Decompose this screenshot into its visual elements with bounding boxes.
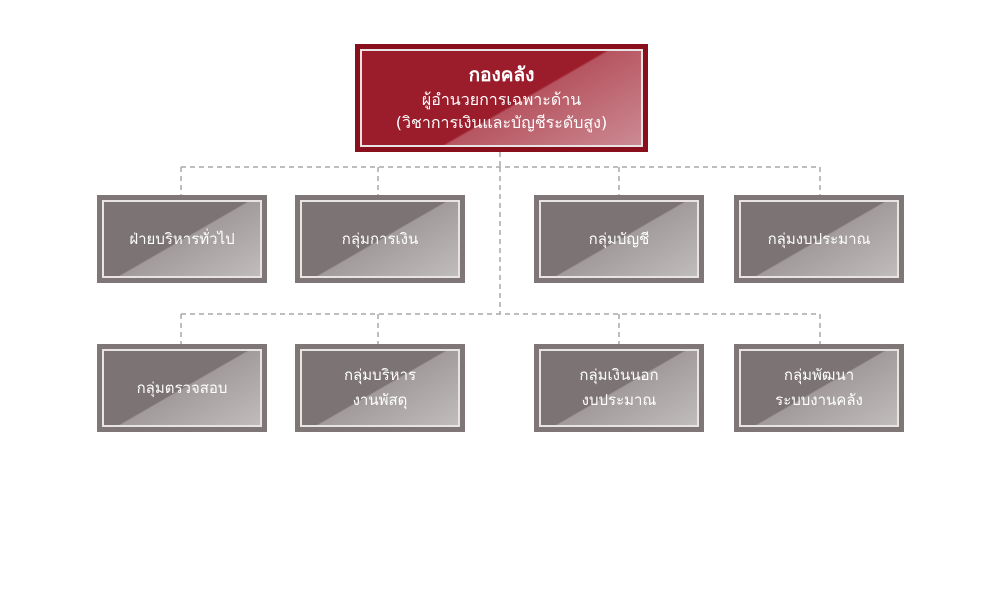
node-label-line1: กลุ่มบริหาร (343, 366, 417, 385)
root-subtitle-line1: ผู้อำนวยการเฉพาะด้าน (421, 90, 582, 110)
node-label: กลุ่มบัญชี (588, 229, 650, 248)
node-label-line2: งานพัสดุ (352, 391, 408, 409)
node-label: กลุ่มการเงิน (341, 229, 419, 248)
node-inner: กลุ่มเงินนอก งบประมาณ (539, 349, 699, 427)
root-node-inner: กองคลัง ผู้อำนวยการเฉพาะด้าน (วิชาการเงิ… (360, 49, 643, 147)
node-inner: กลุ่มการเงิน (300, 200, 460, 278)
node-label: กลุ่มงบประมาณ (767, 229, 871, 248)
node-off-budget: กลุ่มเงินนอก งบประมาณ (534, 344, 704, 432)
node-label-line1: กลุ่มเงินนอก (579, 366, 659, 385)
node-accounting: กลุ่มบัญชี (534, 195, 704, 283)
node-audit: กลุ่มตรวจสอบ (97, 344, 267, 432)
node-label: กลุ่มตรวจสอบ (136, 378, 228, 397)
node-inner: ฝ่ายบริหารทั่วไป (102, 200, 262, 278)
node-label-line2: ระบบงานคลัง (775, 391, 863, 409)
node-inner: กลุ่มพัฒนา ระบบงานคลัง (739, 349, 899, 427)
node-system-development: กลุ่มพัฒนา ระบบงานคลัง (734, 344, 904, 432)
node-label: ฝ่ายบริหารทั่วไป (129, 229, 235, 248)
node-procurement: กลุ่มบริหาร งานพัสดุ (295, 344, 465, 432)
node-general-admin: ฝ่ายบริหารทั่วไป (97, 195, 267, 283)
node-finance: กลุ่มการเงิน (295, 195, 465, 283)
node-inner: กลุ่มบัญชี (539, 200, 699, 278)
root-subtitle-line2: (วิชาการเงินและบัญชีระดับสูง) (395, 113, 608, 133)
node-budget: กลุ่มงบประมาณ (734, 195, 904, 283)
root-title: กองคลัง (468, 63, 535, 86)
node-inner: กลุ่มบริหาร งานพัสดุ (300, 349, 460, 427)
node-label-line2: งบประมาณ (581, 391, 657, 409)
node-inner: กลุ่มงบประมาณ (739, 200, 899, 278)
node-label-line1: กลุ่มพัฒนา (783, 366, 855, 385)
root-node: กองคลัง ผู้อำนวยการเฉพาะด้าน (วิชาการเงิ… (355, 44, 648, 152)
node-inner: กลุ่มตรวจสอบ (102, 349, 262, 427)
